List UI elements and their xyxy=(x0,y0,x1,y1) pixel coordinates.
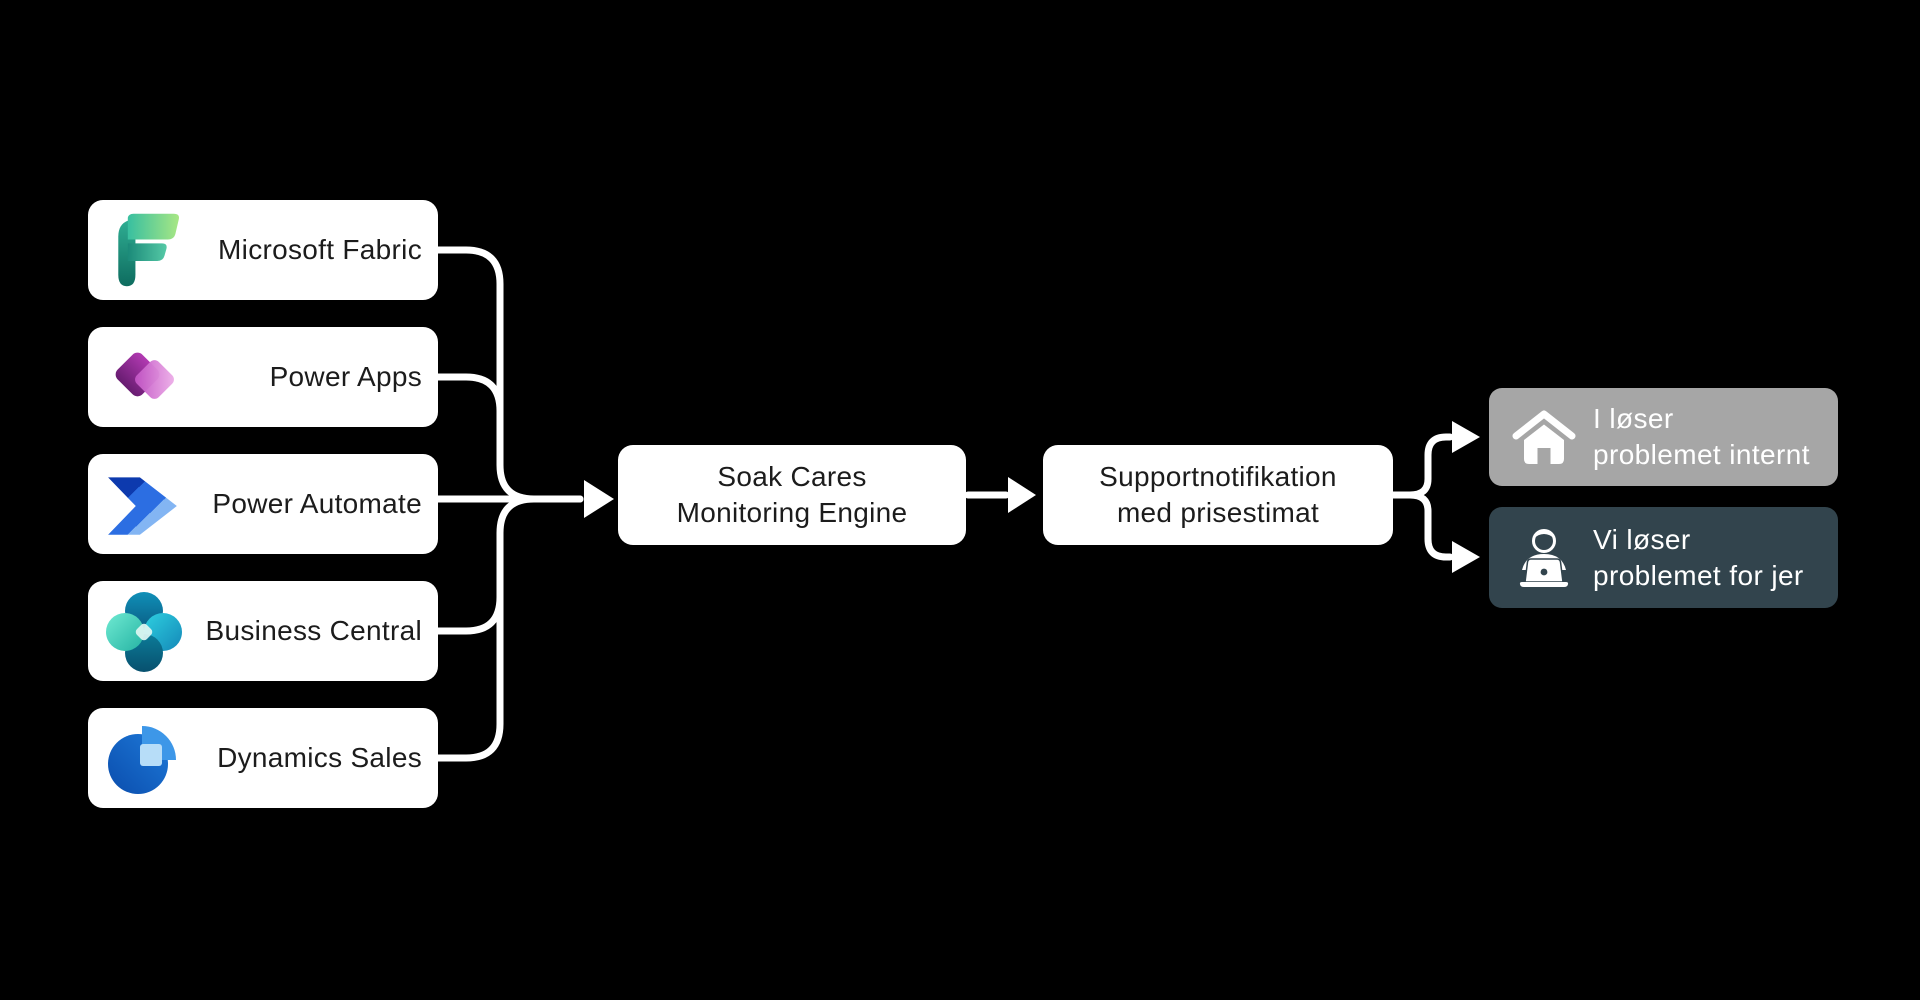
microsoft-fabric-icon xyxy=(102,208,186,292)
engine-line1: Soak Cares xyxy=(717,461,867,492)
option-node-internal: I løser problemet internt xyxy=(1489,388,1838,486)
arrowhead-external xyxy=(1452,541,1480,573)
engine-node: Soak Cares Monitoring Engine xyxy=(618,445,966,545)
notification-line1: Supportnotifikation xyxy=(1099,461,1337,492)
connector-fork-down xyxy=(1406,491,1454,561)
source-node-power-apps: Power Apps xyxy=(88,327,438,427)
option-external-line1: Vi løser xyxy=(1593,523,1691,555)
person-laptop-icon xyxy=(1505,526,1583,590)
arrowhead-internal xyxy=(1452,421,1480,453)
source-label: Microsoft Fabric xyxy=(218,234,422,265)
connector-business-central xyxy=(434,593,504,635)
power-automate-icon xyxy=(102,462,186,546)
option-internal-line2: problemet internt xyxy=(1593,439,1810,470)
source-label: Power Apps xyxy=(269,361,422,392)
connector-dynamics-sales xyxy=(434,495,538,762)
source-node-power-automate: Power Automate xyxy=(88,454,438,554)
dynamics-sales-icon xyxy=(102,716,186,800)
engine-line2: Monitoring Engine xyxy=(676,497,908,528)
option-external-line2: problemet for jer xyxy=(1593,559,1804,591)
connector-fork-up xyxy=(1406,433,1454,499)
source-label: Power Automate xyxy=(212,488,422,519)
notification-line2: med prisestimat xyxy=(1116,497,1320,528)
arrowhead-notification xyxy=(1008,477,1036,513)
source-node-dynamics-sales: Dynamics Sales xyxy=(88,708,438,808)
notification-node: Supportnotifikation med prisestimat xyxy=(1043,445,1393,545)
power-apps-icon xyxy=(102,335,186,419)
business-central-icon xyxy=(102,589,186,673)
source-node-business-central: Business Central xyxy=(88,581,438,681)
source-label: Business Central xyxy=(205,615,422,646)
source-label: Dynamics Sales xyxy=(217,742,422,773)
option-internal-line1: I løser xyxy=(1593,403,1674,434)
option-node-external: Vi løser problemet for jer xyxy=(1489,507,1838,608)
house-icon xyxy=(1505,407,1583,467)
arrowhead-engine xyxy=(584,480,614,518)
connector-power-apps xyxy=(434,373,504,415)
source-node-microsoft-fabric: Microsoft Fabric xyxy=(88,200,438,300)
